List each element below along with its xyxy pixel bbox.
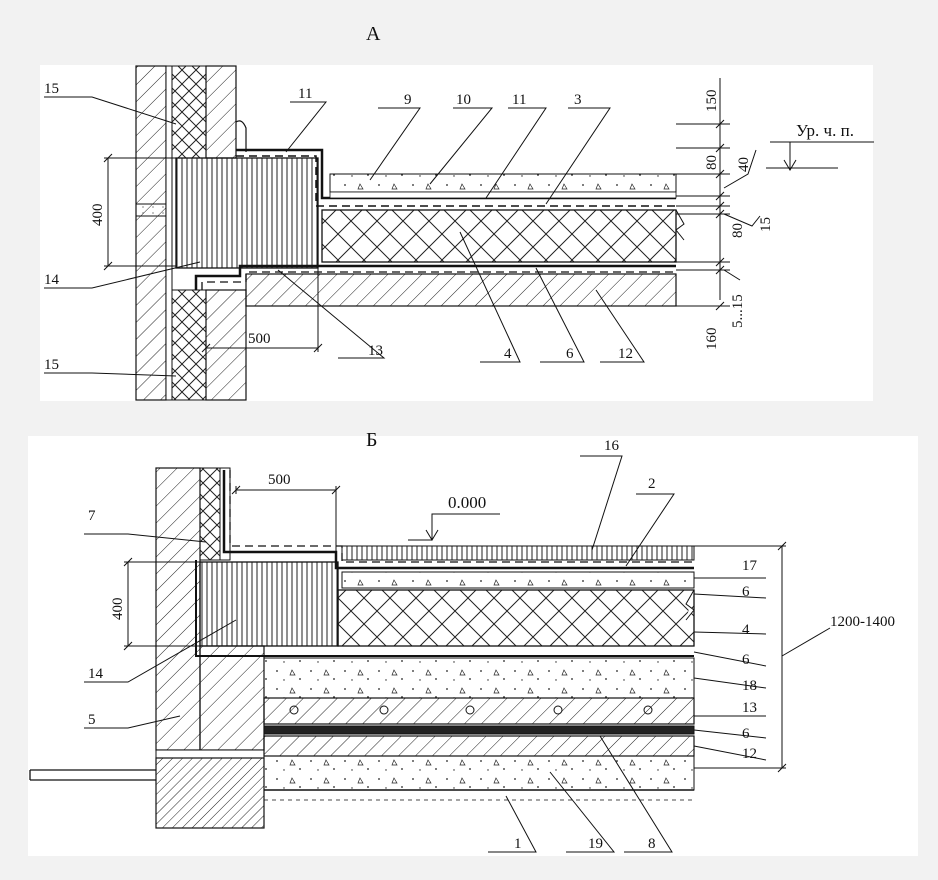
dim-a-40: 40 [736, 157, 752, 172]
section-b-title: Б [366, 429, 377, 451]
callout-a-10: 10 [456, 92, 471, 108]
section-b-rebar [289, 705, 653, 715]
section-a-floor-layers [245, 173, 685, 307]
dim-a-5-15: 5...15 [730, 294, 746, 328]
section-a-leaders [44, 96, 645, 377]
dim-a-500: 500 [248, 331, 271, 347]
callout-a-15-top: 15 [44, 81, 59, 97]
callout-b-6-mid: 6 [742, 652, 750, 668]
section-b-dim-text: 500 400 1200-1400 0.000 [110, 472, 895, 630]
section-a-footing-insulation [175, 157, 319, 269]
section-a-dim-text: 400 500 150 80 40 80 15 5...15 160 Ур. ч… [90, 90, 854, 351]
section-b-leaders [84, 455, 767, 853]
dim-a-160: 160 [704, 328, 720, 351]
section-b-callouts: 7 14 5 16 2 17 6 4 6 18 13 6 12 1 19 8 [88, 438, 758, 852]
callout-a-9: 9 [404, 92, 412, 108]
callout-b-7: 7 [88, 508, 96, 524]
callout-a-11-right: 11 [512, 92, 526, 108]
dim-a-400: 400 [90, 204, 106, 227]
callout-b-17: 17 [742, 558, 758, 574]
callout-b-6-top: 6 [742, 584, 750, 600]
callout-a-11-left: 11 [298, 86, 312, 102]
section-a-callouts: 15 14 15 11 9 10 11 3 13 4 6 12 [44, 81, 633, 373]
callout-b-16: 16 [604, 438, 620, 454]
dim-a-150: 150 [704, 90, 720, 113]
callout-a-13: 13 [368, 343, 383, 359]
section-b-wall [29, 467, 265, 829]
section-b-floor-layers [263, 545, 695, 801]
section-a-wall [135, 65, 247, 401]
dim-a-80-bottom: 80 [730, 223, 746, 238]
callout-b-1: 1 [514, 836, 522, 852]
callout-a-15-bottom: 15 [44, 357, 59, 373]
callout-b-18: 18 [742, 678, 757, 694]
callout-a-3: 3 [574, 92, 582, 108]
callout-b-2: 2 [648, 476, 656, 492]
level-label-a: Ур. ч. п. [796, 121, 854, 140]
callout-a-6: 6 [566, 346, 574, 362]
level-label-b: 0.000 [448, 493, 486, 512]
dim-a-80-top: 80 [704, 155, 720, 170]
dim-b-500: 500 [268, 472, 291, 488]
callout-a-4: 4 [504, 346, 512, 362]
section-b-dimensions [123, 485, 831, 773]
callout-b-19: 19 [588, 836, 603, 852]
callout-b-8: 8 [648, 836, 656, 852]
callout-b-12: 12 [742, 746, 757, 762]
callout-b-5: 5 [88, 712, 96, 728]
callout-a-12: 12 [618, 346, 633, 362]
section-b-footing-insulation [199, 561, 339, 647]
dim-b-400: 400 [110, 598, 126, 621]
section-a-dimensions [103, 78, 874, 353]
callout-a-14: 14 [44, 272, 60, 288]
dim-a-15: 15 [758, 217, 774, 232]
callout-b-14: 14 [88, 666, 104, 682]
section-a-title: А [366, 23, 381, 45]
callout-b-6-low: 6 [742, 726, 750, 742]
callout-b-4: 4 [742, 622, 750, 638]
callout-b-13: 13 [742, 700, 757, 716]
dim-b-total: 1200-1400 [830, 614, 895, 630]
